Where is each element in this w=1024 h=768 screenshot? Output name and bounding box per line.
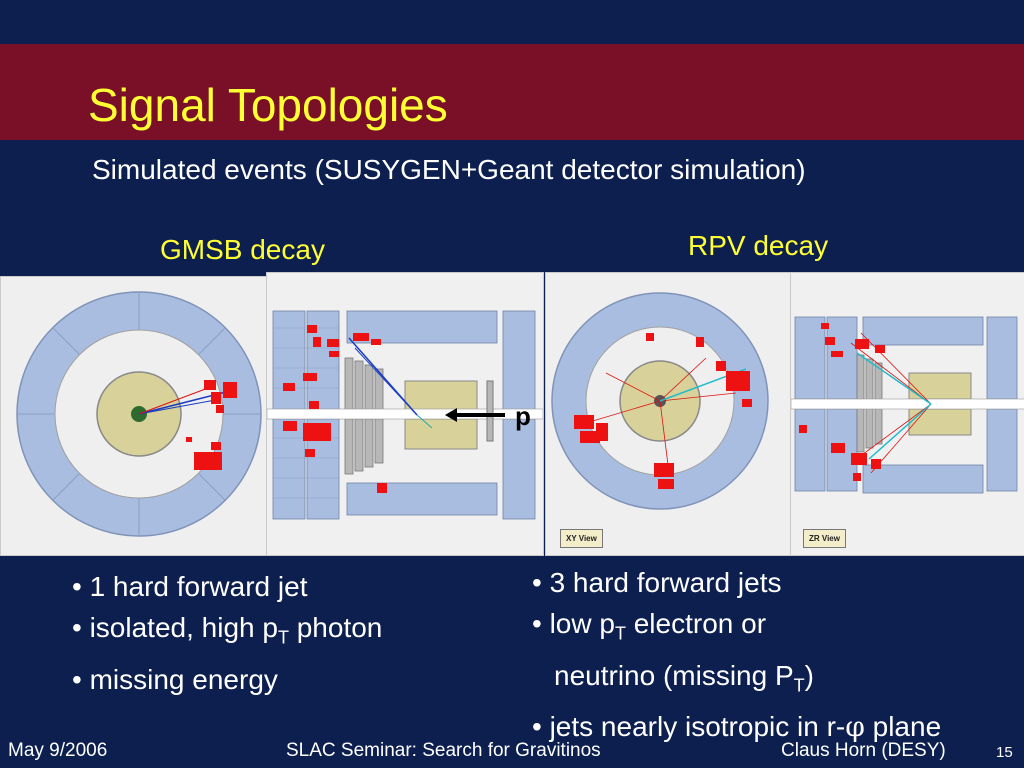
rpv-rz-view: ZR View	[790, 272, 1024, 556]
slide-subtitle: Simulated events (SUSYGEN+Geant detector…	[92, 154, 806, 185]
slide-title: Signal Topologies	[88, 79, 448, 131]
beam-arrow-label: p	[515, 401, 531, 431]
rpv-xy-display	[546, 273, 790, 555]
gmsb-bullet-2: • isolated, high pT photon	[72, 612, 383, 648]
gmsb-bullet-3: • missing energy	[72, 663, 278, 695]
gmsb-xy-display	[1, 277, 266, 555]
gmsb-bullet-list: • 1 hard forward jet • isolated, high pT…	[72, 566, 382, 700]
rpv-bullet-3: • jets nearly isotropic in r-φ plane	[532, 710, 942, 744]
zr-view-button[interactable]: ZR View	[803, 529, 846, 548]
rpv-bullet-2: • low pT electron or	[532, 608, 767, 644]
gmsb-xy-view	[0, 276, 267, 556]
footer-center: SLAC Seminar: Search for Gravitinos	[286, 740, 601, 761]
footer-author: Claus Horn (DESY)	[781, 740, 946, 761]
beam-arrow-icon	[445, 408, 505, 422]
gmsb-bullet-1: • 1 hard forward jet	[72, 571, 308, 602]
footer-date: May 9/2006	[8, 740, 108, 761]
rpv-bullet-1: • 3 hard forward jets	[532, 567, 782, 598]
footer-page-number: 15	[996, 744, 1013, 761]
gmsb-rz-view: p	[266, 272, 544, 556]
title-band	[0, 44, 1024, 140]
gmsb-label: GMSB decay	[160, 234, 325, 265]
rpv-bullet-2-cont: neutrino (missing PT)	[554, 659, 814, 696]
rpv-rz-display	[791, 273, 1024, 555]
rpv-bullet-list: • 3 hard forward jets • low pT electron …	[532, 562, 941, 747]
rpv-label: RPV decay	[688, 230, 829, 261]
xy-view-button[interactable]: XY View	[560, 529, 603, 548]
rpv-xy-view: XY View	[545, 272, 791, 556]
